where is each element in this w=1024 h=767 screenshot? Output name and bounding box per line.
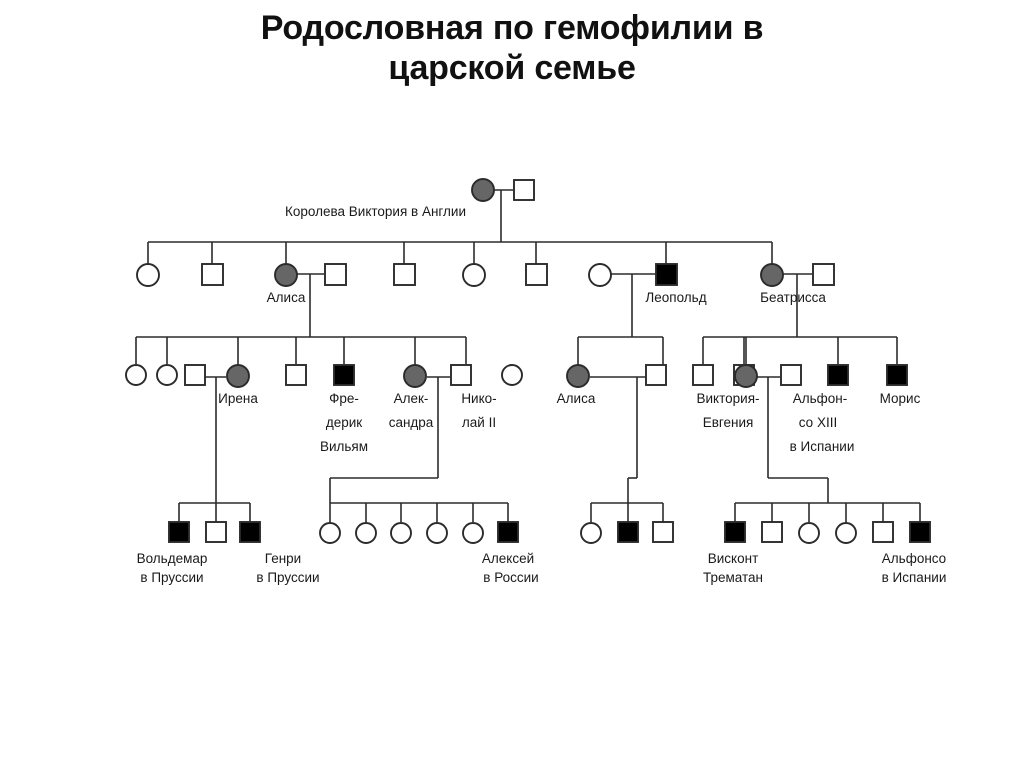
symbol-beatrissa[interactable] — [760, 263, 784, 287]
label-frederik-line3: Вильям — [320, 439, 368, 454]
label-viskont-line2: Трематан — [703, 570, 763, 585]
symbol-gen4-daughter-8[interactable] — [835, 522, 857, 544]
symbol-alisa-gen3-spouse[interactable] — [645, 364, 667, 386]
symbol-alfonso-spain[interactable] — [909, 521, 931, 543]
generation-4: Вольдемар в Пруссии Генри в Пруссии Алек… — [137, 521, 947, 585]
title-line-1: Родословная по гемофилии в — [260, 9, 764, 47]
symbol-moris[interactable] — [886, 364, 908, 386]
symbol-beatrissa-spouse[interactable] — [812, 263, 835, 286]
generation-2: Алиса Леопольд Беатрисса — [136, 263, 835, 305]
label-alfonso-line2: в Испании — [882, 570, 947, 585]
symbol-viskont-trematan[interactable] — [724, 521, 746, 543]
label-leopold: Леопольд — [645, 290, 706, 305]
symbol-aleksey[interactable] — [497, 521, 519, 543]
symbol-alfonso-13[interactable] — [780, 364, 802, 386]
label-alfonso13-line3: в Испании — [790, 439, 855, 454]
symbol-alisa-gen2-spouse[interactable] — [324, 263, 347, 286]
symbol-gen3-son-4[interactable] — [827, 364, 849, 386]
page-title: Родословная по гемофилии в царской семье — [0, 8, 1024, 88]
symbol-gen3-son-1[interactable] — [285, 364, 307, 386]
label-aleksandra-line2: сандра — [389, 415, 434, 430]
label-genri-line1: Генри — [265, 551, 301, 566]
symbol-gen3-daughter-2[interactable] — [156, 364, 178, 386]
label-nikolay-line1: Нико- — [461, 391, 496, 406]
symbol-gen4-daughter-3[interactable] — [390, 522, 412, 544]
symbol-voldemar[interactable] — [168, 521, 190, 543]
symbol-genri[interactable] — [239, 521, 261, 543]
symbol-gen4-daughter-7[interactable] — [798, 522, 820, 544]
label-beatrissa: Беатрисса — [760, 290, 826, 305]
label-aleksandra-line1: Алек- — [394, 391, 429, 406]
label-alfonso13-line1: Альфон- — [793, 391, 847, 406]
label-viktoria-line1: Виктория- — [697, 391, 760, 406]
symbol-gen4-daughter-2[interactable] — [355, 522, 377, 544]
label-alisa-gen2: Алиса — [267, 290, 306, 305]
symbol-leopold[interactable] — [655, 263, 678, 286]
symbol-alisa-gen3[interactable] — [566, 364, 590, 388]
symbol-gen4-son-4[interactable] — [761, 521, 783, 543]
symbol-aleksandra[interactable] — [403, 364, 427, 388]
symbol-gen4-daughter-5[interactable] — [462, 522, 484, 544]
label-frederik-line1: Фре- — [329, 391, 359, 406]
symbol-frederik-vilyam[interactable] — [333, 364, 355, 386]
label-voldemar-line1: Вольдемар — [137, 551, 208, 566]
label-aleksey-line1: Алексей — [482, 551, 534, 566]
label-alisa-gen3: Алиса — [557, 391, 596, 406]
label-moris: Морис — [880, 391, 921, 406]
symbol-gen4-son-2[interactable] — [617, 521, 639, 543]
label-alfonso-line1: Альфонсо — [882, 551, 946, 566]
label-frederik-line2: дерик — [326, 415, 362, 430]
symbol-gen3-son-2[interactable] — [692, 364, 714, 386]
label-voldemar-line2: в Пруссии — [140, 570, 203, 585]
label-queen-victoria: Королева Виктория в Англии — [285, 204, 466, 219]
label-alfonso13-line2: со XIII — [799, 415, 837, 430]
connector-lines — [135, 189, 921, 522]
symbol-nikolay-2[interactable] — [450, 364, 472, 386]
symbol-leopold-spouse[interactable] — [588, 263, 612, 287]
symbol-gen4-daughter-1[interactable] — [319, 522, 341, 544]
symbol-victoria-spouse[interactable] — [513, 179, 535, 201]
symbol-gen2-son-1[interactable] — [201, 263, 224, 286]
label-genri-line2: в Пруссии — [256, 570, 319, 585]
generation-1: Королева Виктория в Англии — [285, 178, 535, 219]
symbol-gen4-son-3[interactable] — [652, 521, 674, 543]
symbol-irena[interactable] — [226, 364, 250, 388]
symbol-gen2-daughter-1[interactable] — [136, 263, 160, 287]
label-nikolay-line2: лай II — [462, 415, 496, 430]
symbol-gen3-daughter-4[interactable] — [501, 364, 523, 386]
generation-3: Ирена Фре- дерик Вильям Алек- сандра Ник… — [125, 364, 921, 454]
symbol-irena-spouse[interactable] — [184, 364, 206, 386]
label-aleksey-line2: в России — [483, 570, 538, 585]
symbol-gen2-son-3[interactable] — [525, 263, 548, 286]
symbol-queen-victoria[interactable] — [471, 178, 495, 202]
symbol-viktoria-evgenia-main[interactable] — [734, 364, 758, 388]
symbol-alisa-gen2[interactable] — [274, 263, 298, 287]
label-viskont-line1: Висконт — [708, 551, 759, 566]
label-irena: Ирена — [218, 391, 258, 406]
symbol-gen3-daughter-1[interactable] — [125, 364, 147, 386]
symbol-gen4-daughter-4[interactable] — [426, 522, 448, 544]
symbol-gen4-son-5[interactable] — [872, 521, 894, 543]
symbol-gen4-daughter-6[interactable] — [580, 522, 602, 544]
symbol-gen2-daughter-2[interactable] — [462, 263, 486, 287]
symbol-gen4-son-1[interactable] — [205, 521, 227, 543]
title-line-2: царской семье — [388, 49, 636, 88]
symbol-gen2-son-2[interactable] — [393, 263, 416, 286]
label-viktoria-line2: Евгения — [703, 415, 754, 430]
